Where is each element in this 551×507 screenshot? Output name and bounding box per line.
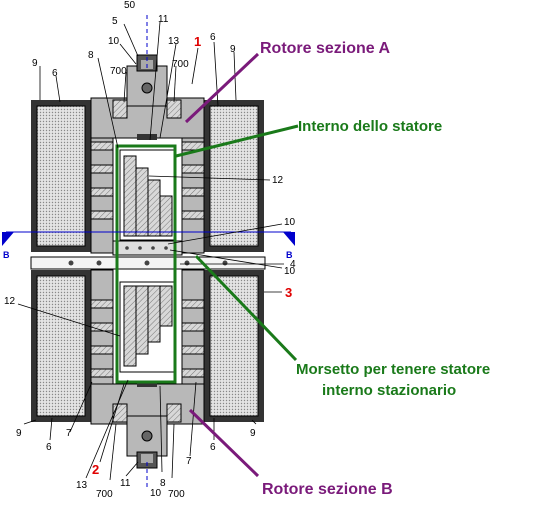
label-8-top: 8	[88, 50, 94, 61]
label-13-top: 13	[168, 36, 180, 47]
label-1: 1	[194, 34, 201, 49]
label-11-bottom: 11	[120, 478, 131, 489]
lower-right-stator	[204, 270, 264, 422]
label-12-left: 12	[4, 296, 16, 307]
annotation-rotor-b: Rotore sezione B	[262, 481, 393, 498]
upper-right-stator	[204, 100, 264, 252]
label-13-bottom: 13	[76, 480, 88, 491]
lower-left-stator	[31, 270, 91, 422]
annotation-clamp-line1: Morsetto per tenere statore	[296, 361, 490, 378]
label-9-bottom-left: 9	[16, 428, 22, 439]
annotation-stator-interior: Interno dello statore	[298, 118, 442, 135]
label-5: 5	[112, 16, 118, 27]
label-9-bottom-right: 9	[250, 428, 256, 439]
label-9-top-right: 9	[230, 44, 236, 55]
section-marker-left: B	[3, 250, 10, 260]
rotor-section-a	[90, 54, 205, 254]
label-6-bottom-left: 6	[46, 442, 52, 453]
inner-stator-lower	[119, 281, 177, 373]
annotation-rotor-a: Rotore sezione A	[260, 40, 391, 57]
label-6-top-left: 6	[52, 68, 58, 79]
label-10-right-upper: 10	[284, 217, 296, 228]
label-11-top: 11	[158, 14, 169, 25]
label-10-top: 10	[108, 36, 120, 47]
label-700-bottom-right: 700	[168, 489, 185, 500]
label-700-top-right: 700	[172, 59, 189, 70]
rotor-section-b	[90, 269, 205, 469]
label-2: 2	[92, 462, 99, 477]
inner-stator-highlight	[115, 144, 177, 384]
label-10-right-lower: 10	[284, 266, 296, 277]
leader-lines	[17, 21, 284, 481]
rotor-a-arrow	[184, 52, 260, 124]
inner-stator-upper	[119, 149, 177, 241]
label-7-bottom-left: 7	[66, 428, 72, 439]
label-7-bottom-right: 7	[186, 456, 192, 467]
section-line-bb	[2, 231, 295, 246]
clamp-arrow	[194, 254, 298, 362]
section-marker-right: B	[286, 250, 293, 260]
label-3: 3	[285, 285, 292, 300]
label-12-right: 12	[272, 175, 284, 186]
label-10-bottom: 10	[150, 488, 162, 499]
rotor-b-arrow	[188, 408, 260, 478]
label-6-top-right: 6	[210, 32, 216, 43]
label-6-bottom-right: 6	[210, 442, 216, 453]
label-8-bottom: 8	[160, 478, 166, 489]
stator-interior-arrow	[175, 124, 299, 158]
upper-left-stator	[31, 100, 91, 252]
annotation-clamp-line2: interno stazionario	[322, 382, 456, 399]
label-9-top-left: 9	[32, 58, 38, 69]
label-50: 50	[124, 0, 136, 11]
label-4: 4	[290, 259, 296, 270]
label-700-bottom-left: 700	[96, 489, 113, 500]
label-700-top-left: 700	[110, 66, 127, 77]
